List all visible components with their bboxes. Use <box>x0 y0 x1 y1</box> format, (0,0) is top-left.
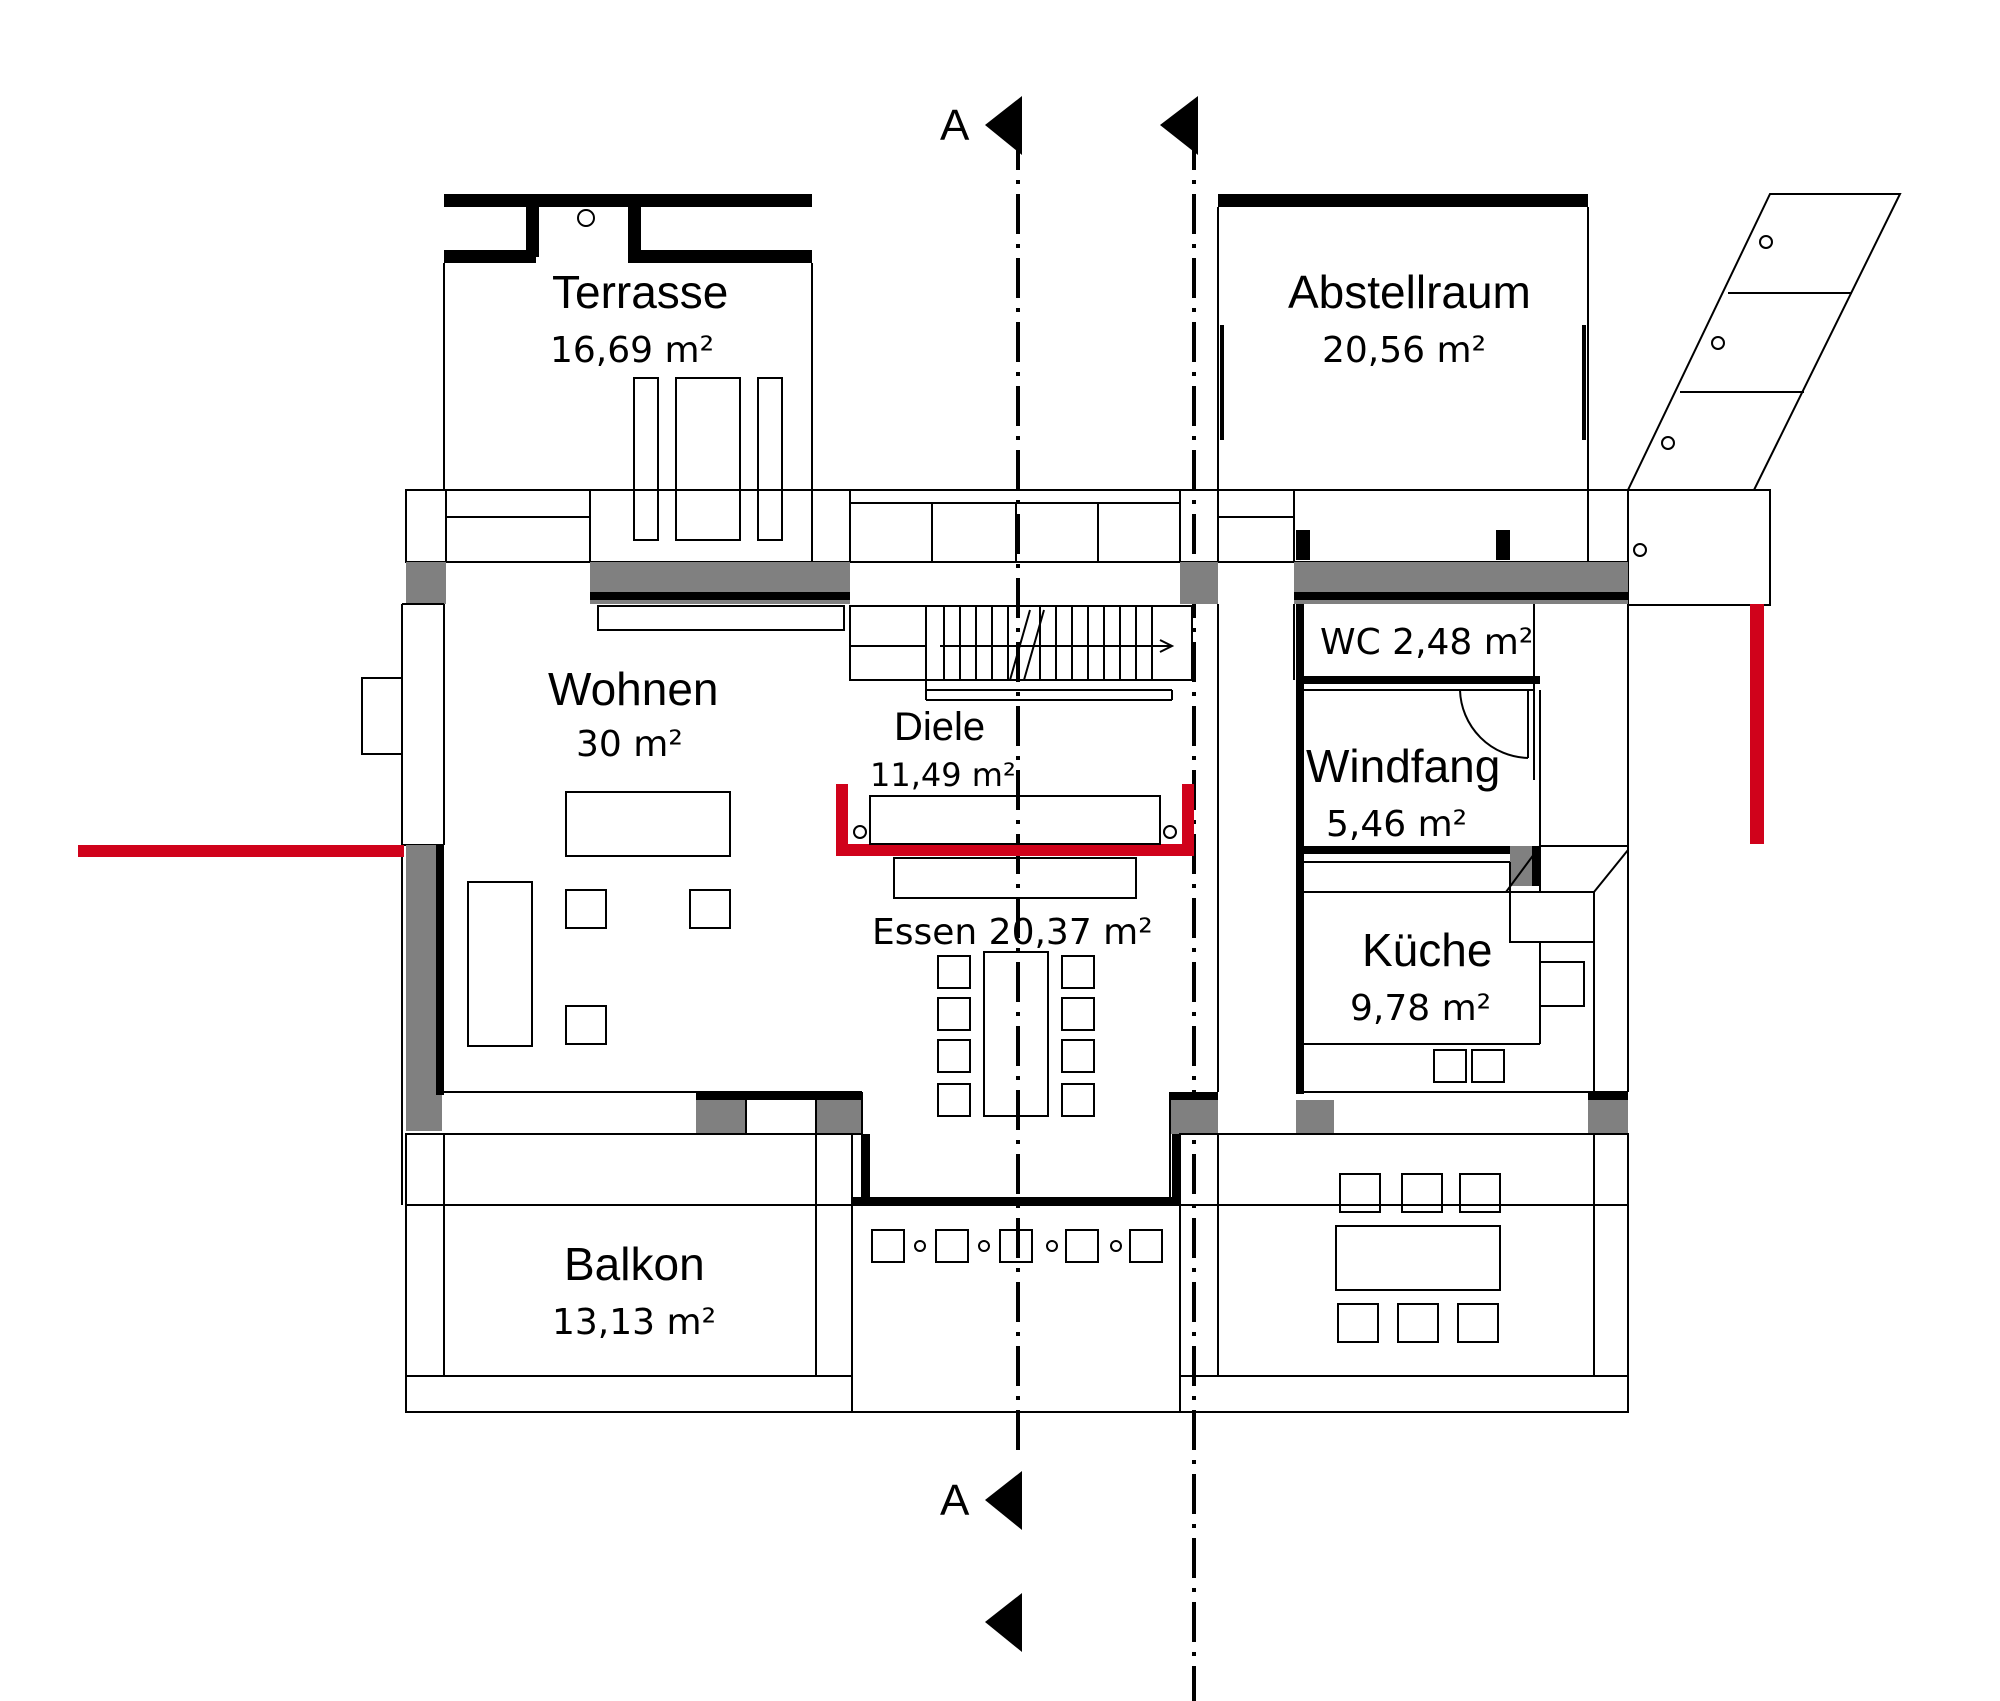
section-label-top: A <box>940 101 970 150</box>
section-label-bottom: A <box>940 1476 970 1525</box>
abstellraum-area <box>1217 194 1589 560</box>
windfang-area-label: 5,46 m² <box>1326 804 1467 845</box>
kueche-area-label: 9,78 m² <box>1350 988 1491 1029</box>
wohnen-name: Wohnen <box>548 663 719 715</box>
lower-wall-band <box>444 1091 1629 1206</box>
red-line-left <box>78 845 404 857</box>
abstellraum-area-label: 20,56 m² <box>1322 330 1486 371</box>
abstellraum-name: Abstellraum <box>1288 266 1531 318</box>
diele-area-label: 11,49 m² <box>870 756 1016 794</box>
dining-table <box>937 951 1095 1117</box>
section-arrow-bottom-left <box>985 1471 1022 1530</box>
exterior-stair <box>1626 193 1902 606</box>
kueche-name: Küche <box>1362 924 1492 976</box>
terrasse-area <box>443 194 813 541</box>
terrasse-name: Terrasse <box>552 266 728 318</box>
section-arrow-bottom-extra <box>985 1593 1022 1652</box>
balkon-area-label: 13,13 m² <box>552 1302 716 1343</box>
diele-name: Diele <box>894 705 985 749</box>
section-arrow-top-right <box>1160 96 1198 155</box>
wohnen-area-label: 30 m² <box>576 724 683 765</box>
red-kitchen-block <box>836 784 1194 856</box>
essen-label: Essen 20,37 m² <box>872 912 1153 953</box>
counter-block <box>853 795 1177 899</box>
wohnen-furniture <box>467 791 731 1047</box>
windfang-name: Windfang <box>1306 740 1500 792</box>
right-rooms <box>1217 604 1629 1094</box>
interior-stair <box>597 605 1193 701</box>
section-arrow-top-left <box>985 96 1022 155</box>
building-outline <box>361 603 1629 1205</box>
red-line-right <box>1750 604 1764 844</box>
upper-wall-band <box>405 489 1629 604</box>
wc-label: WC 2,48 m² <box>1320 622 1533 663</box>
terrasse-area-label: 16,69 m² <box>550 330 714 371</box>
bottom-right-terrace <box>1179 1133 1629 1413</box>
balkon-name: Balkon <box>564 1238 705 1290</box>
